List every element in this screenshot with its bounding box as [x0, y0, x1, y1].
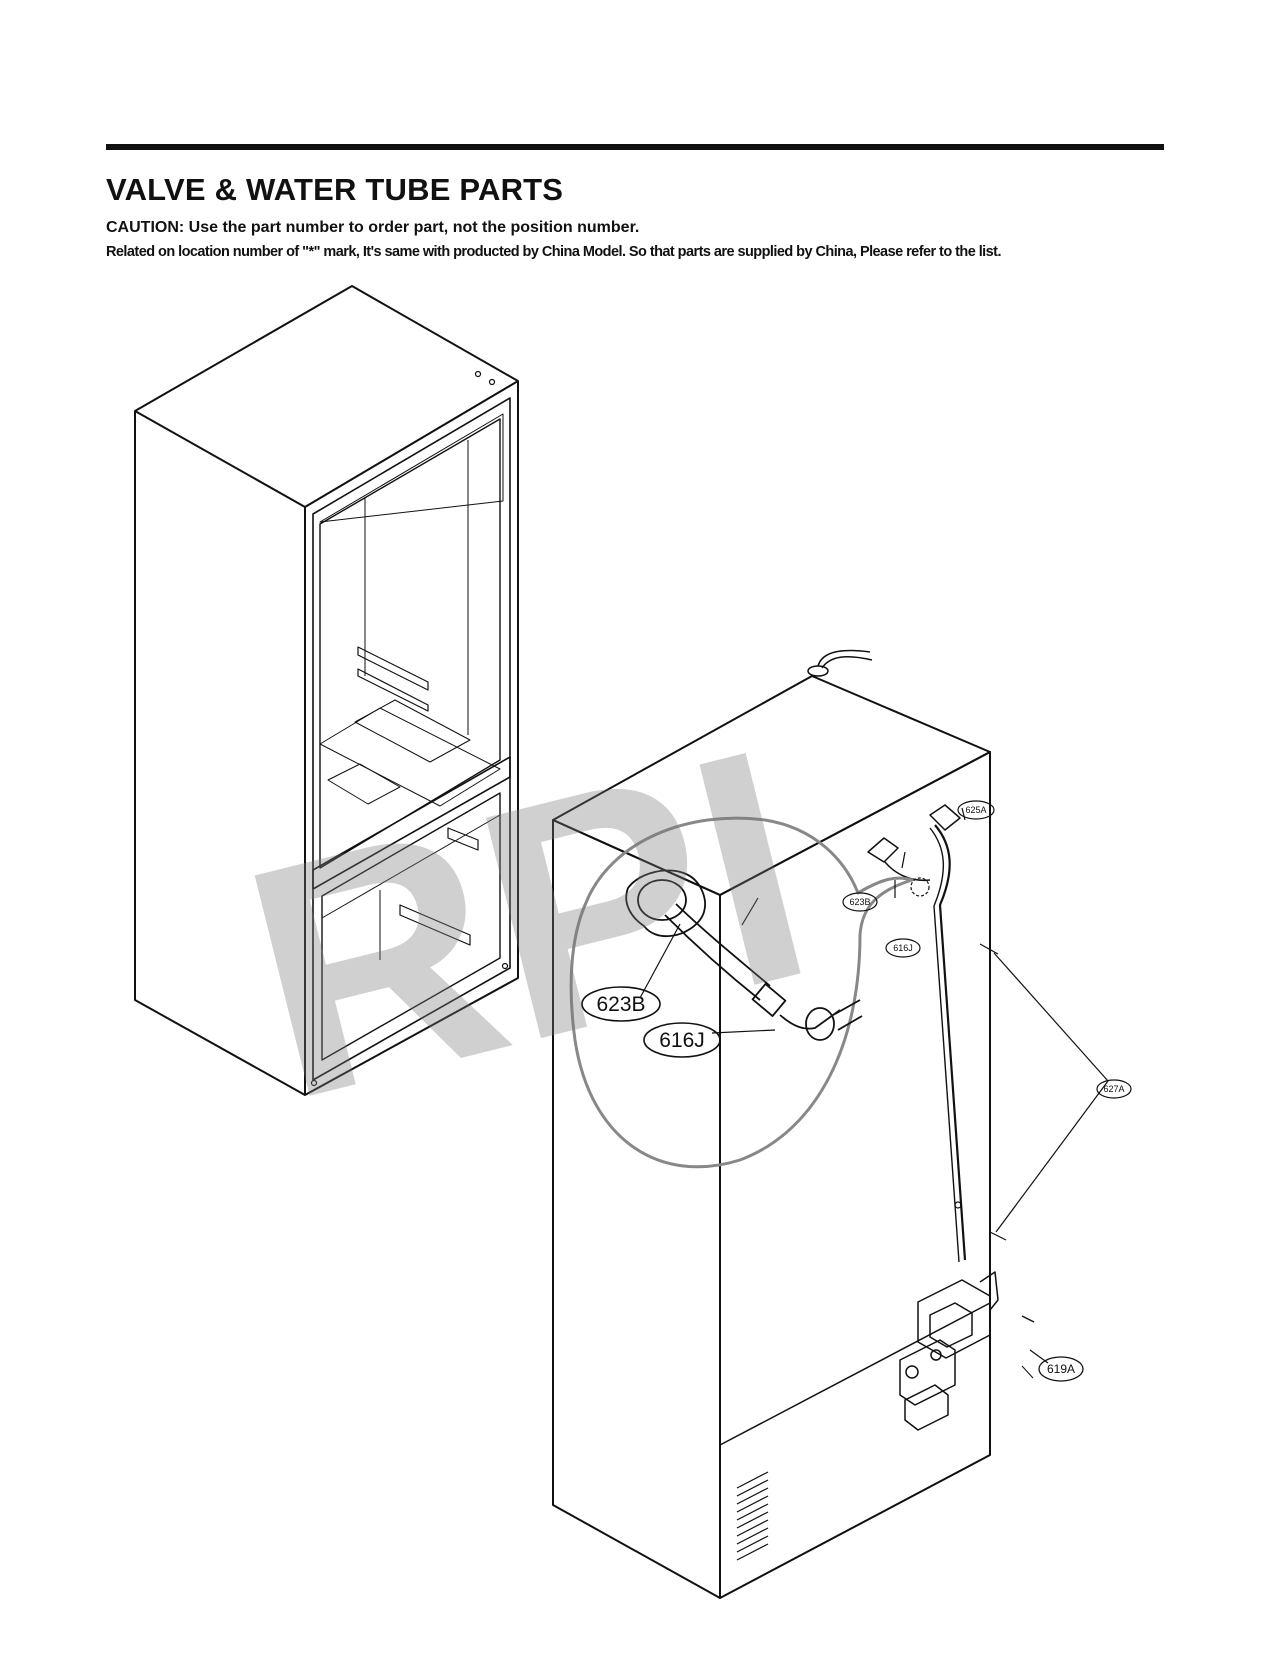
label-623B-small: 623B — [849, 897, 870, 907]
callout-ellipse-616J — [643, 1022, 721, 1058]
callout-ellipse-623B-small — [842, 892, 878, 912]
callout-ellipse-616J-small — [885, 938, 921, 958]
label-616J: 616J — [659, 1029, 705, 1052]
page-title: VALVE & WATER TUBE PARTS — [106, 172, 564, 207]
detail-callout — [569, 816, 914, 1169]
leader-lines — [639, 807, 1109, 1379]
caution-note: CAUTION: Use the part number to order pa… — [106, 219, 640, 236]
label-616J-small: 616J — [893, 943, 913, 953]
callout-ellipse-625A — [957, 800, 995, 820]
related-note: Related on location number of "*" mark, … — [106, 244, 1001, 260]
callout-ellipse-627A — [1096, 1079, 1132, 1099]
cabinet-rear-view — [552, 649, 1035, 1599]
cabinet-front-view — [134, 285, 519, 1096]
detail-fitting — [625, 869, 863, 1041]
label-625A: 625A — [965, 805, 986, 815]
label-619A: 619A — [1047, 1362, 1075, 1376]
callout-ellipse-619A — [1038, 1356, 1084, 1382]
label-623B: 623B — [596, 993, 645, 1016]
watermark: RPI — [216, 678, 839, 1169]
top-rule — [106, 144, 1164, 150]
label-627A: 627A — [1103, 1084, 1124, 1094]
callout-ellipse-623B — [581, 986, 661, 1022]
